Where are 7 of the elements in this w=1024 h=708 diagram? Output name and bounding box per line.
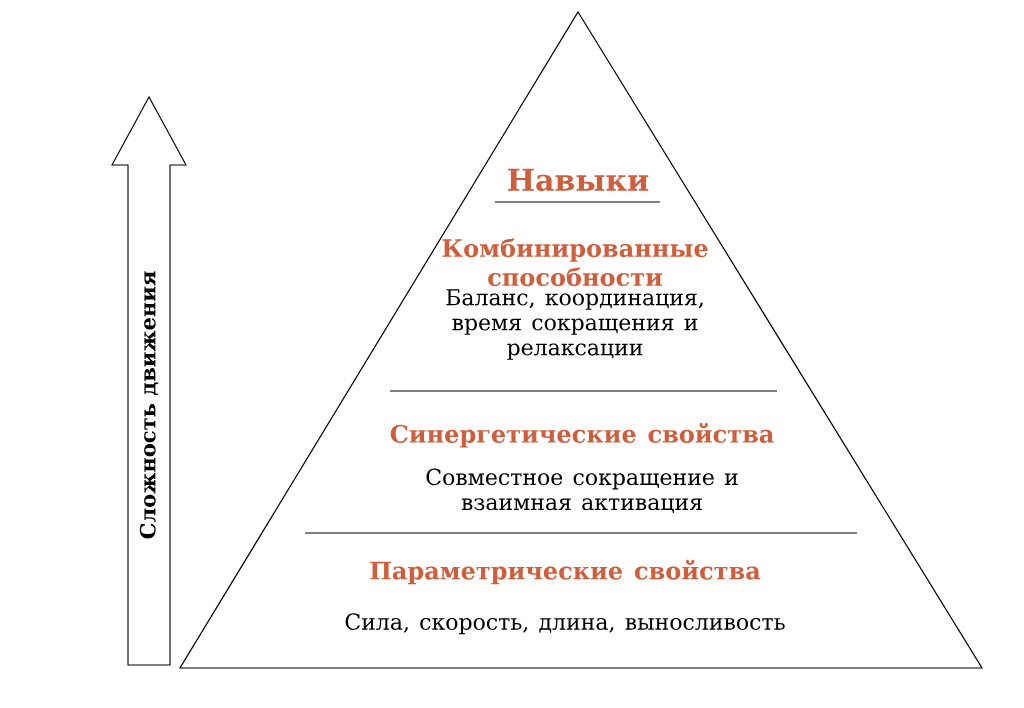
tier-heading: Синергетические свойства [390,423,774,448]
tier-heading: Комбинированные способности [442,238,708,287]
tier-heading: Навыки [508,168,649,192]
tier-heading: Параметрические свойства [370,559,761,585]
tier-description: Баланс, координация, время сокращения и релаксации [446,289,703,360]
tier-description: Совместное сокращение и взаимная активация [426,468,738,513]
tier-description: Сила, скорость, длина, выносливость [345,613,785,635]
